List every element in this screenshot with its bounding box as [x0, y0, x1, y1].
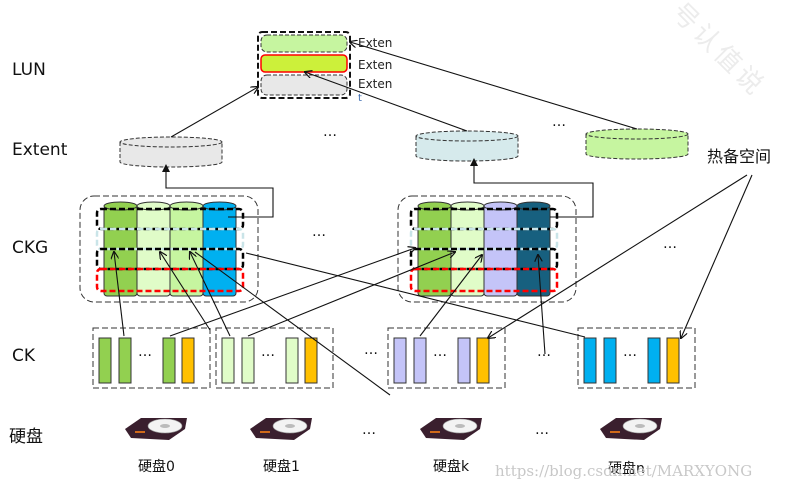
disk-label-1: 硬盘1: [263, 459, 300, 475]
stripe: [409, 207, 559, 231]
ck-chunk: [181, 337, 195, 384]
lun-extent-label-3: Exten: [358, 77, 393, 91]
lun-stack: [257, 31, 351, 99]
ck-group: …: [387, 327, 506, 389]
ck-chunk: [162, 337, 176, 384]
ckg1-to-extent1-arrow: [162, 164, 274, 218]
extent-cylinder-2: [415, 130, 519, 162]
disk-label-n: 硬盘n: [608, 461, 645, 477]
ck-chunk: [647, 337, 661, 384]
ck-chunk: [413, 337, 427, 384]
ck-chunk: [583, 337, 597, 384]
lun-extent-label-2: Exten: [358, 58, 393, 72]
ck-chunk: [98, 337, 112, 384]
extent2-to-lun-arrow: [305, 72, 468, 132]
ck-to-ckg-arrow: [419, 255, 482, 337]
lun-extent-1: [260, 34, 348, 53]
ck-chunk: [476, 337, 490, 384]
ck-to-ckg-arrow: [114, 252, 125, 337]
stripe: [95, 247, 245, 271]
ckg-to-ck-line: [245, 252, 586, 338]
ellipsis-extent: …: [323, 124, 337, 140]
ckg-to-ck-line: [194, 251, 391, 396]
ck-chunk: [304, 337, 318, 384]
row-label-lun: LUN: [12, 60, 46, 80]
row-label-extent: Extent: [12, 140, 68, 160]
stripe: [409, 247, 559, 271]
stripe: [95, 227, 245, 251]
lun-extent-label-wrap: t: [358, 93, 362, 104]
ellipsis-disk-2: …: [535, 422, 549, 438]
ck-chunk: [666, 337, 680, 384]
ck-to-ckg-arrow: [247, 252, 455, 337]
ck-chunk: [393, 337, 407, 384]
ck-ellipsis: …: [433, 344, 447, 360]
watermark-url: https://blog.csdn.net/MARXYONG: [495, 462, 753, 480]
row-label-disk: 硬盘: [9, 427, 43, 447]
spare-to-ck-arrow: [488, 174, 748, 338]
ck-ellipsis: …: [623, 344, 637, 360]
hot-spare-label: 热备空间: [707, 147, 772, 166]
ck-chunk: [118, 337, 132, 384]
spare-to-ck-arrow: [681, 174, 753, 338]
stripe-red: [95, 267, 245, 293]
ck-group: …: [577, 327, 696, 389]
ck-chunk: [221, 337, 235, 384]
ck-chunk: [285, 337, 299, 384]
hard-disk-icon: [250, 418, 312, 440]
row-label-ckg: CKG: [12, 238, 49, 258]
ck-ellipsis: …: [138, 344, 152, 360]
ck-chunk: [457, 337, 471, 384]
ck-group: …: [215, 327, 334, 389]
ck-to-ckg-arrow: [160, 252, 211, 331]
lun-extent-label-1: Exten: [358, 36, 393, 50]
ellipsis-ck-2: …: [537, 344, 551, 360]
hard-disk-icon: [600, 418, 662, 440]
ck-to-ckg-arrow: [169, 248, 415, 337]
spare-to-lun-arrow: [350, 42, 638, 130]
ellipsis-extent-2: …: [552, 114, 566, 130]
ck-ellipsis: …: [261, 344, 275, 360]
ellipsis-ck: …: [364, 342, 378, 358]
stripe: [95, 207, 245, 231]
ck-chunk: [603, 337, 617, 384]
extent-cylinder-1: [119, 136, 223, 168]
ck-to-ckg-arrow: [190, 252, 231, 337]
ellipsis-disk: …: [362, 422, 376, 438]
lun-extent-3: [260, 74, 348, 96]
ellipsis-ckg-2: …: [663, 236, 677, 252]
lun-extent-2: [260, 54, 348, 73]
ck-chunk: [241, 337, 255, 384]
hard-disk-icon: [125, 418, 187, 440]
ckg-group-1: [79, 195, 259, 303]
disk-label-k: 硬盘k: [433, 459, 470, 475]
ckg-group-2: [397, 195, 577, 303]
connection-lines: [114, 42, 753, 396]
hard-disk-icon: [420, 418, 482, 440]
extent-cylinder-spare: [585, 128, 689, 160]
extent1-to-lun-arrow: [170, 87, 258, 138]
stripe-red: [409, 267, 559, 293]
ck-group: …: [92, 327, 211, 389]
ellipsis-ckg: …: [312, 224, 326, 240]
ckg2-to-extent2-arrow: [470, 158, 594, 218]
row-label-ck: CK: [12, 346, 36, 366]
disk-label-0: 硬盘0: [138, 459, 175, 475]
stripe: [409, 227, 559, 251]
